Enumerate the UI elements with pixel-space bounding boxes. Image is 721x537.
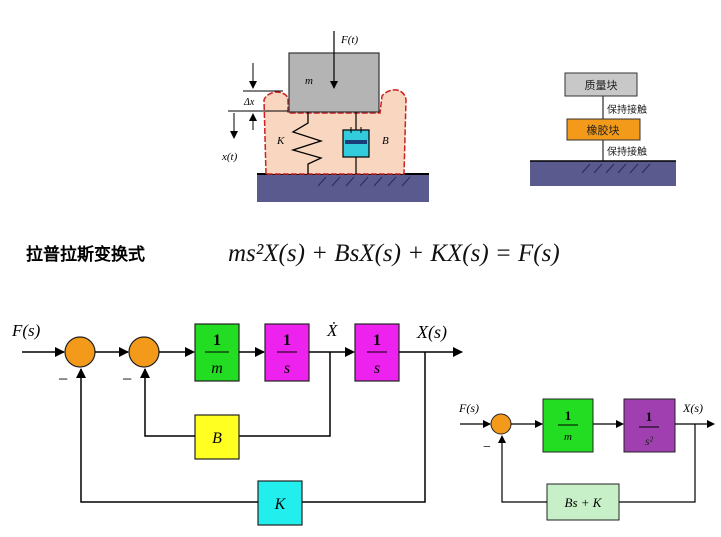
main-input-label: F(s) <box>11 321 41 340</box>
summing-junction-1 <box>64 336 96 368</box>
double-integrator-den: s² <box>645 434 654 448</box>
minus-sign-simplified: − <box>483 440 491 455</box>
feedback-label: Bs + K <box>565 495 603 510</box>
block-stiffness-label: K <box>274 496 287 513</box>
ground-hatch <box>317 176 411 187</box>
ground <box>257 174 429 202</box>
summing-junction-simplified <box>490 413 512 435</box>
damper <box>342 112 370 174</box>
block-integrator-2-den: s <box>374 360 380 377</box>
contact-diagram: 质量块 橡胶块 保持接触 保持接触 <box>530 72 676 186</box>
displacement-annotation <box>228 63 288 139</box>
laplace-equation-text: ms²X(s) + BsX(s) + KX(s) = F(s) <box>228 240 560 267</box>
double-integrator-num: 1 <box>646 409 653 424</box>
lower-contact-label: 保持接触 <box>607 145 647 158</box>
block-integrator-1-den: s <box>284 360 290 377</box>
minus-sign-2: − <box>122 369 132 389</box>
spring-label: K <box>276 135 285 147</box>
simplified-input-label: F(s) <box>458 401 479 415</box>
simplified-output-label: X(s) <box>682 401 703 415</box>
block-stiffness <box>257 480 303 526</box>
minus-sign-1: − <box>58 369 68 389</box>
delta-x-label: Δx <box>243 97 255 108</box>
ground-right <box>530 161 676 186</box>
upper-contact-label: 保持接触 <box>607 103 647 116</box>
simplified-mass-num: 1 <box>565 408 572 423</box>
rubber-block <box>263 89 407 175</box>
velocity-label: Ẋ <box>326 321 338 340</box>
rubber-block-box <box>566 118 641 141</box>
block-inverse-mass-num: 1 <box>213 332 221 349</box>
mass-block-box <box>564 72 638 97</box>
simplified-mass-den: m <box>564 431 572 443</box>
summing-junction-2 <box>128 336 160 368</box>
laplace-label: 拉普拉斯变换式 <box>26 245 145 265</box>
damper-label: B <box>382 135 389 147</box>
block-diagram-main: F(s) 1 m 1 s Ẋ 1 s X(s) B − K − <box>11 321 463 526</box>
rubber-block-label: 橡胶块 <box>587 123 620 137</box>
main-output-label: X(s) <box>416 322 447 343</box>
block-damping-label: B <box>212 430 222 447</box>
block-integrator-1-num: 1 <box>283 332 291 349</box>
mass-block-label: 质量块 <box>585 79 618 92</box>
block-double-integrator <box>623 398 676 453</box>
spring <box>290 112 324 174</box>
block-integrator-2-num: 1 <box>373 332 381 349</box>
displacement-label: x(t) <box>221 151 238 163</box>
force-label: F(t) <box>340 34 358 46</box>
block-diagram-simplified: F(s) 1 m 1 s² X(s) Bs + K − <box>458 398 715 521</box>
mass-label: m <box>305 75 313 87</box>
mechanical-model: m F(t) K B Δx x(t) <box>221 31 429 202</box>
block-damping <box>194 414 240 460</box>
laplace-equation: ms²X(s) + BsX(s) + KX(s) = F(s) <box>228 240 560 268</box>
block-inverse-mass-den: m <box>211 360 223 377</box>
